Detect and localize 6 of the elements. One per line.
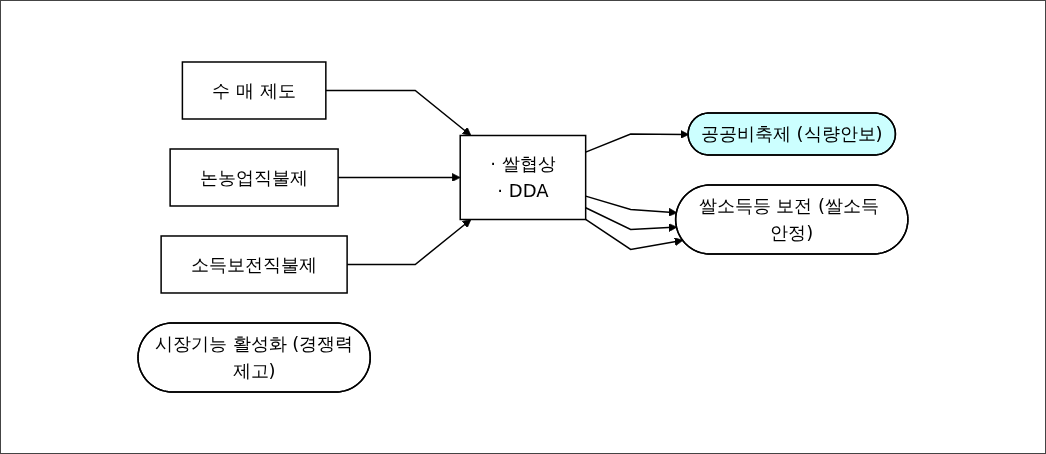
arrow — [325, 89, 472, 136]
node-box: 소득보전직불제 — [160, 235, 348, 294]
node-box: 논농업직불제 — [169, 148, 339, 207]
node-box: 수 매 제도 — [181, 61, 327, 120]
arrow — [584, 218, 684, 251]
node-box: · 쌀협상 · DDA — [459, 134, 587, 221]
